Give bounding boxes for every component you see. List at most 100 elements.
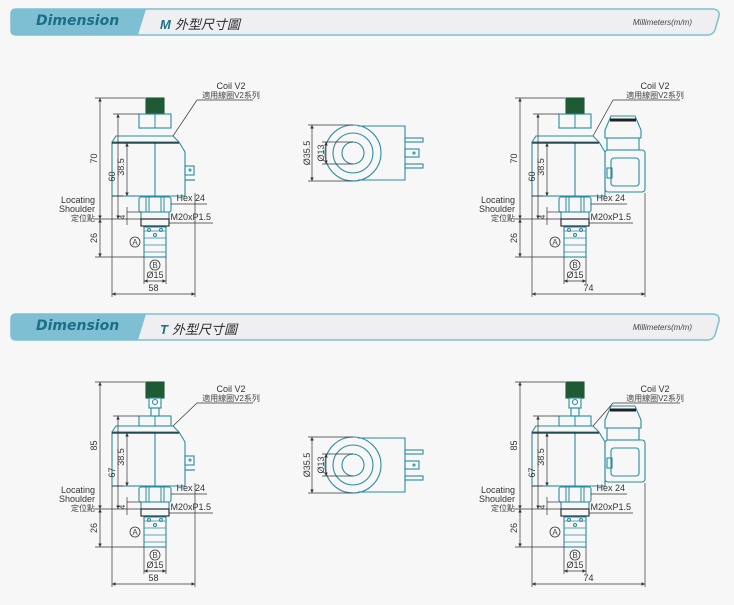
port-b-label: B (152, 261, 157, 270)
coil-side (575, 431, 606, 487)
dim-coil-label: 38.5 (536, 448, 546, 466)
cartridge-port (146, 227, 152, 233)
dim-shoulder-label: 4 (538, 214, 547, 219)
cartridge-port (572, 522, 578, 528)
terminal-pin (404, 449, 424, 455)
coil-inner-circle (341, 453, 365, 477)
width-label: 74 (583, 283, 593, 293)
coil-top (531, 135, 600, 143)
thread-label: M20xP1.5 (170, 502, 211, 512)
knob (565, 97, 585, 115)
model-code: T (160, 322, 168, 337)
dia-label: Ø15 (146, 270, 163, 280)
shoulder-label: Shoulder (479, 204, 515, 214)
cartridge (143, 516, 167, 548)
port-a-circle (129, 236, 141, 248)
knob (145, 97, 165, 115)
dim-shoulder-label: 4 (118, 504, 127, 509)
leader-coil (172, 99, 198, 137)
cartridge-port (152, 522, 158, 528)
stem-hole (571, 398, 579, 406)
shoulder-label: Shoulder (479, 494, 515, 504)
cartridge-port (578, 517, 584, 523)
width-label: 58 (148, 573, 158, 583)
locating-label: Locating (481, 195, 515, 205)
thread (560, 508, 590, 517)
connector-face (610, 157, 640, 187)
dia-label: Ø15 (566, 560, 583, 570)
thread-label: M20xP1.5 (170, 212, 211, 222)
terminal (184, 455, 195, 466)
dim-mid-label: 60 (527, 171, 537, 181)
dim-overall-label: 70 (89, 153, 99, 163)
terminal-hole (188, 168, 192, 172)
title-cn: 外型尺寸圖 (174, 17, 240, 32)
coil-label: Coil V2 (640, 384, 669, 394)
port-a-label: A (132, 528, 138, 537)
locating-label: Locating (61, 195, 95, 205)
locating-cn-label: 定位點 (71, 213, 95, 223)
port-a-label: A (552, 238, 558, 247)
terminal-hole (412, 151, 416, 155)
coil-top (531, 425, 600, 433)
terminal-hole (412, 463, 416, 467)
port-b-label: B (572, 261, 577, 270)
title-cn: 外型尺寸圖 (171, 322, 237, 337)
dim-bottom-label: 26 (89, 233, 99, 243)
port-a-circle (129, 526, 141, 538)
outer-dia-label: Ø35.5 (302, 453, 312, 478)
port-a-circle (549, 526, 561, 538)
top-view: Ø35.5 Ø13 (302, 436, 424, 494)
shoulder (560, 211, 590, 220)
thread (140, 508, 170, 517)
cartridge-port (572, 232, 578, 238)
terminal (184, 165, 195, 176)
port-b-circle (569, 259, 581, 271)
cable-gland (604, 405, 642, 429)
dia-label: Ø15 (566, 270, 583, 280)
hex-nut (558, 486, 592, 503)
cartridge-port (152, 232, 158, 238)
hex-label: Hex 24 (596, 193, 625, 203)
hex-label: Hex 24 (176, 483, 205, 493)
knob (565, 381, 585, 399)
coil-side (575, 141, 606, 197)
dim-coil-label: 38.5 (116, 448, 126, 466)
thread (560, 218, 590, 227)
cartridge-port (566, 227, 572, 233)
hex-nut (558, 196, 592, 213)
terminal-pin (404, 163, 424, 169)
connector-tab (606, 457, 613, 469)
leader-coil (592, 402, 614, 427)
coil-mid-circle (332, 444, 374, 486)
coil-side (155, 431, 186, 487)
coil-body (111, 141, 156, 197)
dim-bottom-label: 26 (509, 233, 519, 243)
inner-dia-label: Ø13 (316, 456, 326, 473)
cartridge (143, 226, 167, 258)
coil-body (111, 431, 156, 487)
shoulder-label: Shoulder (59, 204, 95, 214)
thread (140, 218, 170, 227)
stem (150, 407, 160, 417)
dim-shoulder-label: 4 (538, 504, 547, 509)
connector-tab (606, 167, 613, 179)
cartridge-port (158, 517, 164, 523)
port-b-circle (149, 549, 161, 561)
locating-cn-label: 定位點 (491, 503, 515, 513)
hex-label: Hex 24 (596, 483, 625, 493)
port-a-circle (549, 236, 561, 248)
cable-gland (604, 115, 642, 139)
dia-label: Ø15 (146, 560, 163, 570)
shoulder (560, 501, 590, 510)
coil-cn-label: 適用線圈V2系列 (626, 393, 684, 403)
port-b-label: B (572, 551, 577, 560)
dim-coil-label: 38.5 (116, 158, 126, 176)
unit-label: Millimeters(m/m) (632, 18, 692, 27)
